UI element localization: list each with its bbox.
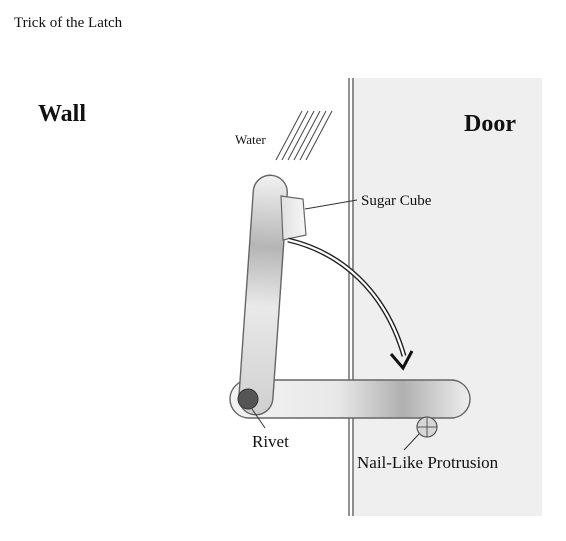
nail-leader [403, 433, 420, 451]
sugar-cube [280, 195, 307, 241]
wall-label: Wall [38, 101, 86, 127]
nail-label: Nail-Like Protrusion [357, 453, 499, 472]
sugar-cube-leader [304, 199, 358, 210]
latch-arm [238, 174, 288, 416]
diagram-title: Trick of the Latch [14, 15, 123, 31]
rivet-label: Rivet [252, 432, 289, 451]
water-lines [275, 110, 333, 161]
rivet-leader [251, 408, 266, 429]
motion-arrowhead [389, 350, 414, 371]
door-label: Door [464, 111, 516, 137]
motion-arrow-inner [287, 238, 406, 357]
sugar-cube-label: Sugar Cube [361, 193, 432, 209]
rivet [237, 388, 259, 410]
latch-bar-horizontal [229, 379, 471, 419]
door-panel [352, 78, 542, 516]
water-label: Water [235, 132, 266, 147]
